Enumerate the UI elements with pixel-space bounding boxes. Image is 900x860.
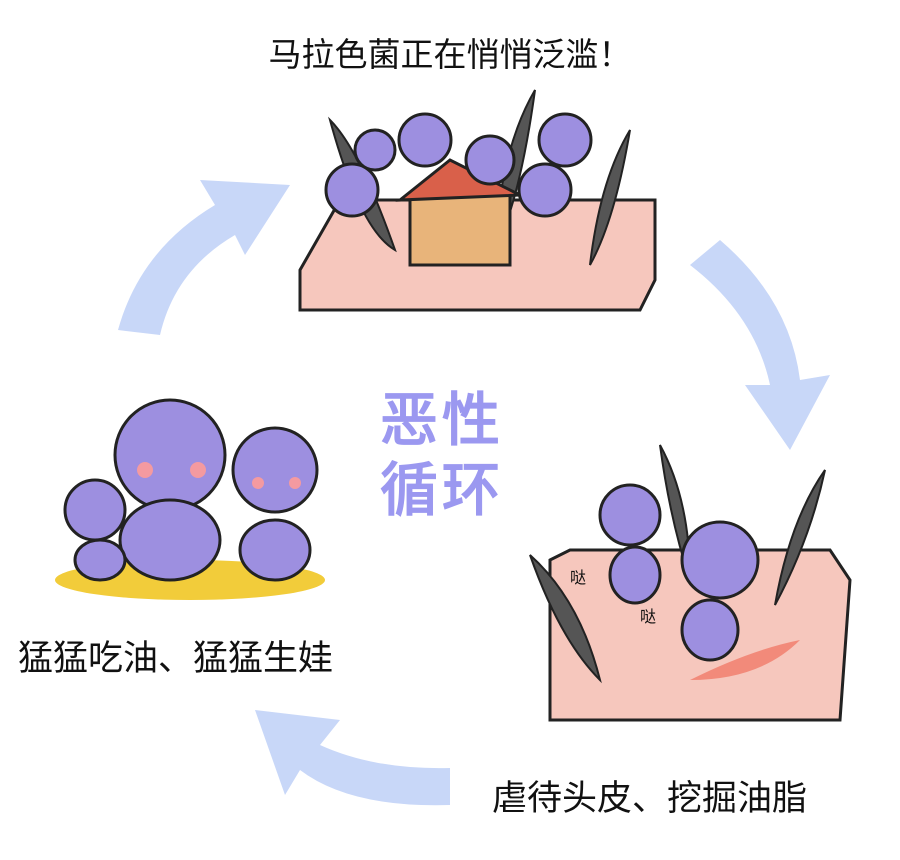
arrow-bottom	[255, 710, 450, 806]
caption-top: 马拉色菌正在悄悄泛滥！	[268, 35, 632, 74]
caption-right: 虐待头皮、挖掘油脂	[492, 779, 808, 819]
top-scene-illustration	[298, 89, 657, 312]
arrow-right	[690, 240, 830, 450]
center-title: 恶性 循环	[380, 385, 530, 525]
sound-effect-1: 哒	[570, 568, 586, 587]
arrow-top-left	[118, 180, 290, 335]
left-scene-illustration	[55, 398, 325, 600]
sound-effect-2: 哒	[640, 607, 656, 626]
center-title-line2: 循环	[380, 456, 505, 524]
right-scene-illustration: 哒 哒	[529, 444, 852, 722]
center-title-line1: 恶性	[380, 386, 505, 454]
caption-left: 猛猛吃油、猛猛生娃	[18, 639, 334, 679]
